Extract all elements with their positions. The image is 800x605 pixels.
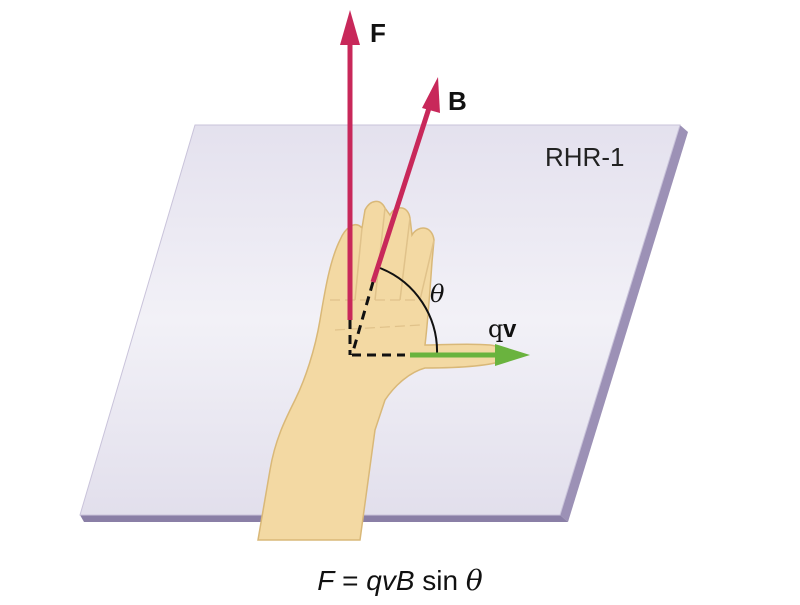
rule-label: RHR-1 xyxy=(545,142,624,172)
palm-lines xyxy=(330,299,421,331)
force-label: F xyxy=(370,18,386,48)
field-label: B xyxy=(448,86,467,116)
velocity-charge-label: q xyxy=(488,315,503,343)
formula-theta: θ xyxy=(466,564,483,597)
formula-sin: sin xyxy=(415,565,466,596)
formula: F = qvB sin θ xyxy=(317,564,483,597)
formula-eq: = xyxy=(334,565,366,596)
velocity-label: v xyxy=(503,316,517,343)
formula-lhs: F xyxy=(317,565,336,596)
formula-rhs: qvB xyxy=(366,565,414,596)
force-arrow xyxy=(340,10,360,320)
velocity-arrow xyxy=(410,344,530,366)
field-arrow xyxy=(370,77,440,283)
angle-label: θ xyxy=(430,280,445,308)
plane-edge-right xyxy=(560,125,688,522)
field-guide-line xyxy=(350,281,375,356)
angle-arc xyxy=(379,267,439,356)
